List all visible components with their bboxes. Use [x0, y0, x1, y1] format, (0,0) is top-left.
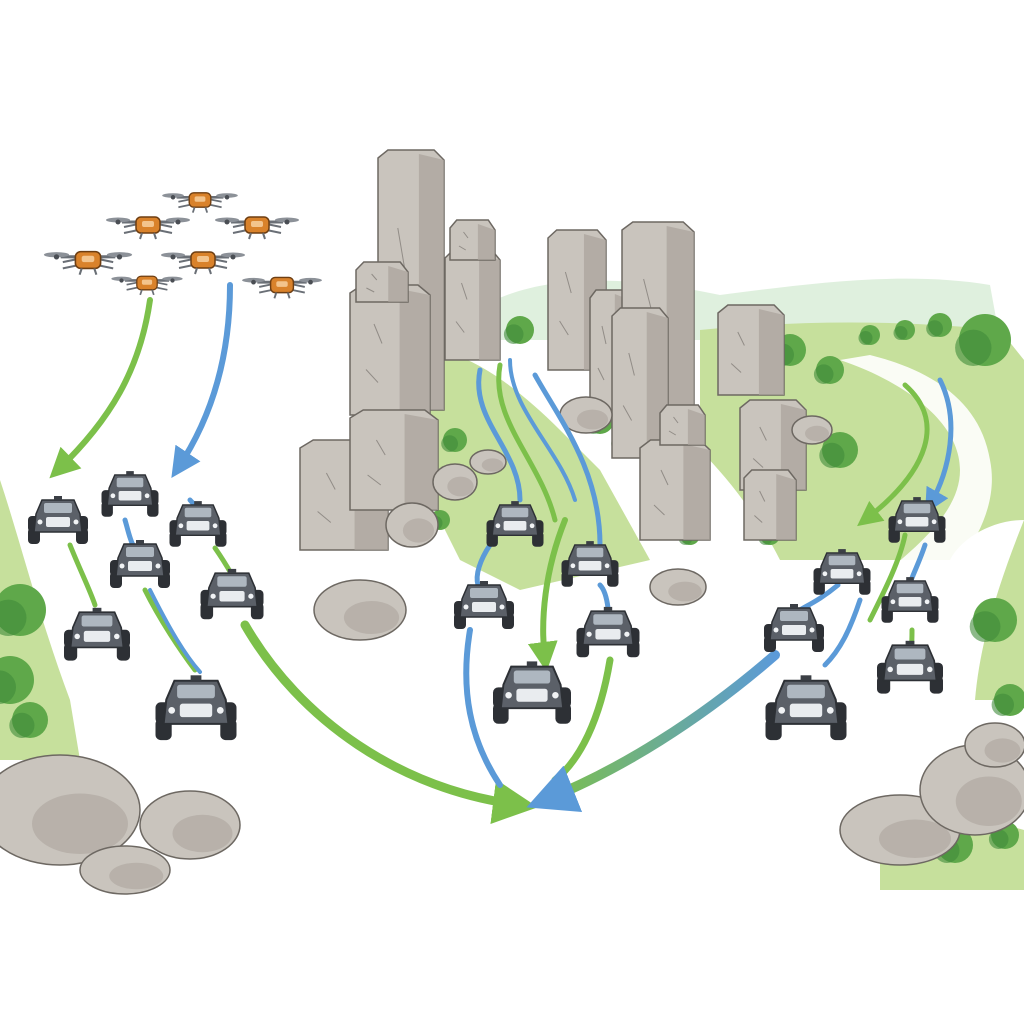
boulder-icon — [469, 449, 507, 475]
rover-icon — [764, 604, 824, 652]
path-arrow-icon — [527, 517, 568, 672]
path-arrow-icon — [122, 517, 136, 548]
right-track — [760, 355, 992, 760]
rover-icon — [169, 501, 227, 547]
path-arrow-icon — [67, 542, 98, 608]
path-arrow-icon — [148, 588, 202, 674]
tree-icon — [503, 316, 534, 345]
path-arrow-icon — [867, 532, 908, 623]
rock-pillar-icon — [743, 469, 797, 541]
boulder-icon — [313, 579, 407, 641]
path-arrow-icon — [857, 382, 930, 527]
boulder-icon — [649, 568, 707, 606]
boulder-icon — [139, 790, 241, 860]
drone-icon — [111, 275, 183, 296]
drone-icon — [215, 216, 299, 240]
rover-icon — [493, 661, 571, 724]
rock-pillar-icon — [717, 304, 785, 396]
path-arrow-icon — [925, 377, 954, 514]
rock-pillar-icon — [349, 284, 431, 416]
path-arrow-icon — [822, 597, 863, 668]
path-arrow-icon — [476, 367, 523, 503]
boulder-icon — [559, 396, 613, 434]
rock-formations — [0, 149, 1024, 895]
tree-icon — [955, 314, 1011, 366]
navigation-paths — [49, 282, 954, 824]
path-arrow-icon — [474, 542, 493, 588]
rover-icon — [454, 581, 514, 629]
path-arrow-icon — [597, 582, 611, 611]
rover-icon — [110, 540, 170, 588]
rover-icon — [561, 541, 619, 587]
rover-icon — [765, 675, 847, 741]
rover-icon — [881, 577, 939, 623]
rover-fleet — [28, 471, 946, 741]
rover-icon — [486, 501, 544, 547]
rover-icon — [888, 497, 946, 543]
boulder-icon — [964, 722, 1024, 768]
path-arrow-icon — [240, 620, 538, 824]
rock-pillar-icon — [449, 219, 496, 261]
tree-icon — [819, 432, 858, 468]
rover-icon — [200, 568, 264, 620]
path-arrow-icon — [49, 297, 153, 479]
rock-pillar-icon — [639, 439, 711, 541]
path-arrow-icon — [909, 542, 928, 581]
rover-icon — [155, 675, 237, 741]
rover-icon — [877, 640, 943, 694]
path-arrow-icon — [532, 372, 603, 548]
boulder-icon — [79, 845, 171, 895]
drone-icon — [161, 251, 245, 275]
drone-icon — [162, 192, 238, 213]
path-arrow-icon — [171, 282, 233, 478]
path-arrow-icon — [496, 362, 558, 523]
rock-pillar-icon — [659, 404, 706, 446]
boulder-icon — [385, 502, 439, 548]
path-arrow-icon — [142, 587, 198, 673]
rover-icon — [64, 607, 130, 661]
tree-icon — [926, 313, 952, 337]
tree-icon — [0, 584, 46, 636]
tree-icon — [893, 320, 915, 340]
path-arrow-icon — [526, 650, 780, 813]
tree-icon — [0, 656, 34, 704]
path-arrow-icon — [508, 358, 577, 502]
drone-icon — [106, 216, 190, 240]
boulder-icon — [432, 463, 478, 501]
rock-pillar-icon — [349, 409, 439, 511]
tree-icon — [441, 428, 467, 452]
rock-pillar-icon — [444, 249, 501, 361]
tree-icon — [858, 325, 880, 345]
boulder-icon — [791, 415, 833, 445]
drone-icon — [43, 250, 133, 276]
rover-icon — [101, 471, 159, 517]
rover-icon — [813, 549, 871, 595]
tree-icon — [813, 356, 844, 385]
tree-icon — [991, 684, 1024, 716]
path-arrow-icon — [463, 627, 503, 788]
tree-icon — [969, 598, 1017, 642]
rover-icon — [576, 606, 640, 658]
drone-icon — [242, 276, 322, 299]
rock-pillar-icon — [355, 261, 409, 303]
drone-swarm — [43, 192, 322, 299]
boulder-icon — [0, 754, 141, 866]
tree-icon — [9, 702, 48, 739]
rover-icon — [28, 496, 88, 544]
